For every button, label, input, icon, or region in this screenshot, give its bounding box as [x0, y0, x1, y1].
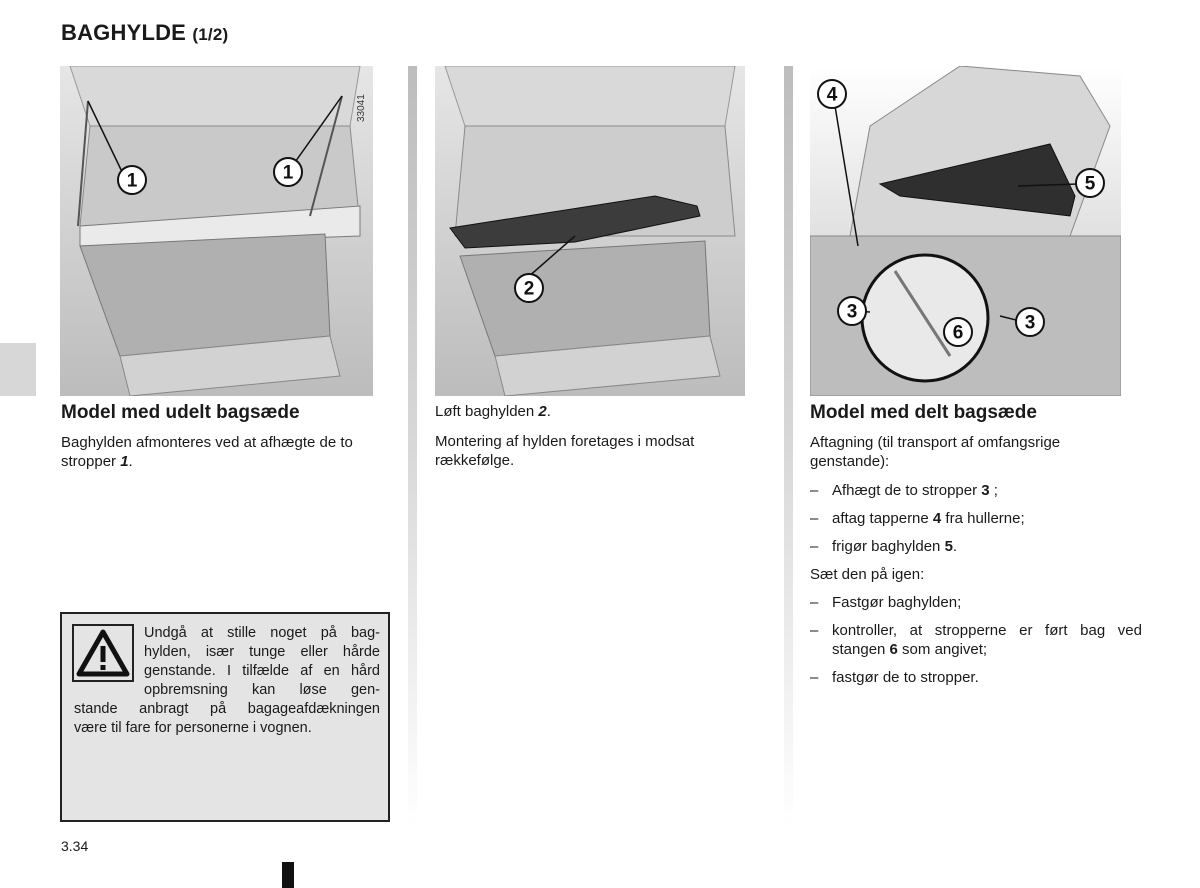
text-segment: kontroller, at stropperne er ført bag ve…	[832, 622, 1142, 658]
warning-line: genstande. I tilfælde af en hård	[144, 663, 380, 679]
warning-line: hylden, især tunge eller hårde	[144, 644, 380, 660]
list-dash: –	[810, 538, 819, 555]
callout-1-left: 1	[117, 165, 147, 195]
paragraph-lift-shelf: Løft baghylden 2.	[435, 402, 765, 421]
svg-text:5: 5	[1085, 174, 1096, 195]
figure-2-illustration: 2	[435, 66, 745, 396]
page-title: BAGHYLDE (1/2)	[61, 20, 228, 46]
callout-1-right: 1	[273, 157, 303, 187]
svg-text:1: 1	[127, 171, 138, 192]
callout-6: 6	[943, 317, 973, 347]
svg-text:1: 1	[283, 163, 294, 184]
svg-text:3: 3	[1025, 313, 1036, 334]
reference-number: 5	[944, 538, 953, 555]
page-title-suffix: (1/2)	[192, 25, 229, 44]
warning-box: Undgå at stille noget på bag- hylden, is…	[60, 612, 390, 822]
svg-text:3: 3	[847, 302, 858, 323]
section-heading-split-seat: Model med delt bagsæde	[810, 402, 1037, 423]
warning-triangle-icon	[72, 624, 134, 682]
callout-5: 5	[1075, 168, 1105, 198]
list-dash: –	[810, 622, 819, 639]
reference-number: 1	[120, 453, 129, 470]
warning-line: Undgå at stille noget på bag-	[144, 625, 380, 641]
page-title-main: BAGHYLDE	[61, 20, 187, 45]
thumb-index-bar	[282, 862, 294, 888]
reference-number: 4	[932, 510, 942, 527]
warning-line: opbremsning kan løse gen-	[144, 682, 380, 698]
list-dash: –	[810, 594, 819, 611]
page-number: 3.34	[61, 838, 89, 854]
section-heading-fixed-seat: Model med udelt bagsæde	[61, 402, 300, 423]
figure-split-seat: 4 5 3 6 3 33044	[810, 66, 1121, 396]
paragraph-fixed-seat: Baghylden afmonteres ved at afhægte de t…	[61, 433, 391, 471]
figure-1-illustration: 1 1	[60, 66, 373, 396]
reference-number: 3	[981, 482, 990, 499]
callout-3-right: 3	[1015, 307, 1045, 337]
figure-lift-shelf: 2 33042	[435, 66, 745, 396]
reference-number: 2	[538, 403, 547, 420]
svg-text:6: 6	[953, 323, 964, 344]
column-divider-2	[784, 66, 793, 826]
figure-code: 33041	[356, 94, 367, 122]
chapter-tab	[0, 343, 36, 396]
text-segment: fra hullerne;	[941, 510, 1025, 527]
refit-heading: Sæt den på igen:	[810, 566, 925, 583]
text-segment: som angivet;	[897, 641, 988, 658]
paragraph-removal-intro: Aftagning (til transport af omfangsrige …	[810, 434, 1061, 470]
figure-3-illustration: 4 5 3 6 3	[810, 66, 1121, 396]
column-divider-1	[408, 66, 417, 826]
list-dash: –	[810, 669, 819, 686]
reference-number: 6	[889, 641, 898, 658]
list-dash: –	[810, 482, 819, 499]
callout-4: 4	[817, 79, 847, 109]
text-segment: Løft baghylden	[435, 403, 539, 420]
text-segment: aftag tapperne	[832, 510, 933, 527]
text-segment: Afhægt de to stropper	[832, 482, 982, 499]
warning-line: være til fare for personerne i vognen.	[74, 720, 312, 736]
text-segment: frigør baghylden	[832, 538, 945, 555]
text-segment: fastgør de to stropper.	[832, 669, 979, 686]
text-segment: ;	[989, 482, 998, 499]
text-segment: .	[128, 453, 133, 470]
warning-line: stande anbragt på bagageafdækningen	[74, 701, 380, 717]
text-segment: .	[546, 403, 551, 420]
text-segment: Fastgør baghylden;	[832, 594, 962, 611]
figure-fixed-seat: 1 1 33041	[60, 66, 373, 396]
svg-text:2: 2	[524, 279, 535, 300]
paragraph-refit-order: Montering af hylden foretages i modsat r…	[435, 433, 695, 469]
callout-2: 2	[514, 273, 544, 303]
text-segment: Baghylden afmonteres ved at afhægte de t…	[61, 434, 353, 470]
callout-3-left: 3	[837, 296, 867, 326]
text-segment: .	[952, 538, 958, 555]
svg-text:4: 4	[827, 85, 838, 106]
list-dash: –	[810, 510, 819, 527]
